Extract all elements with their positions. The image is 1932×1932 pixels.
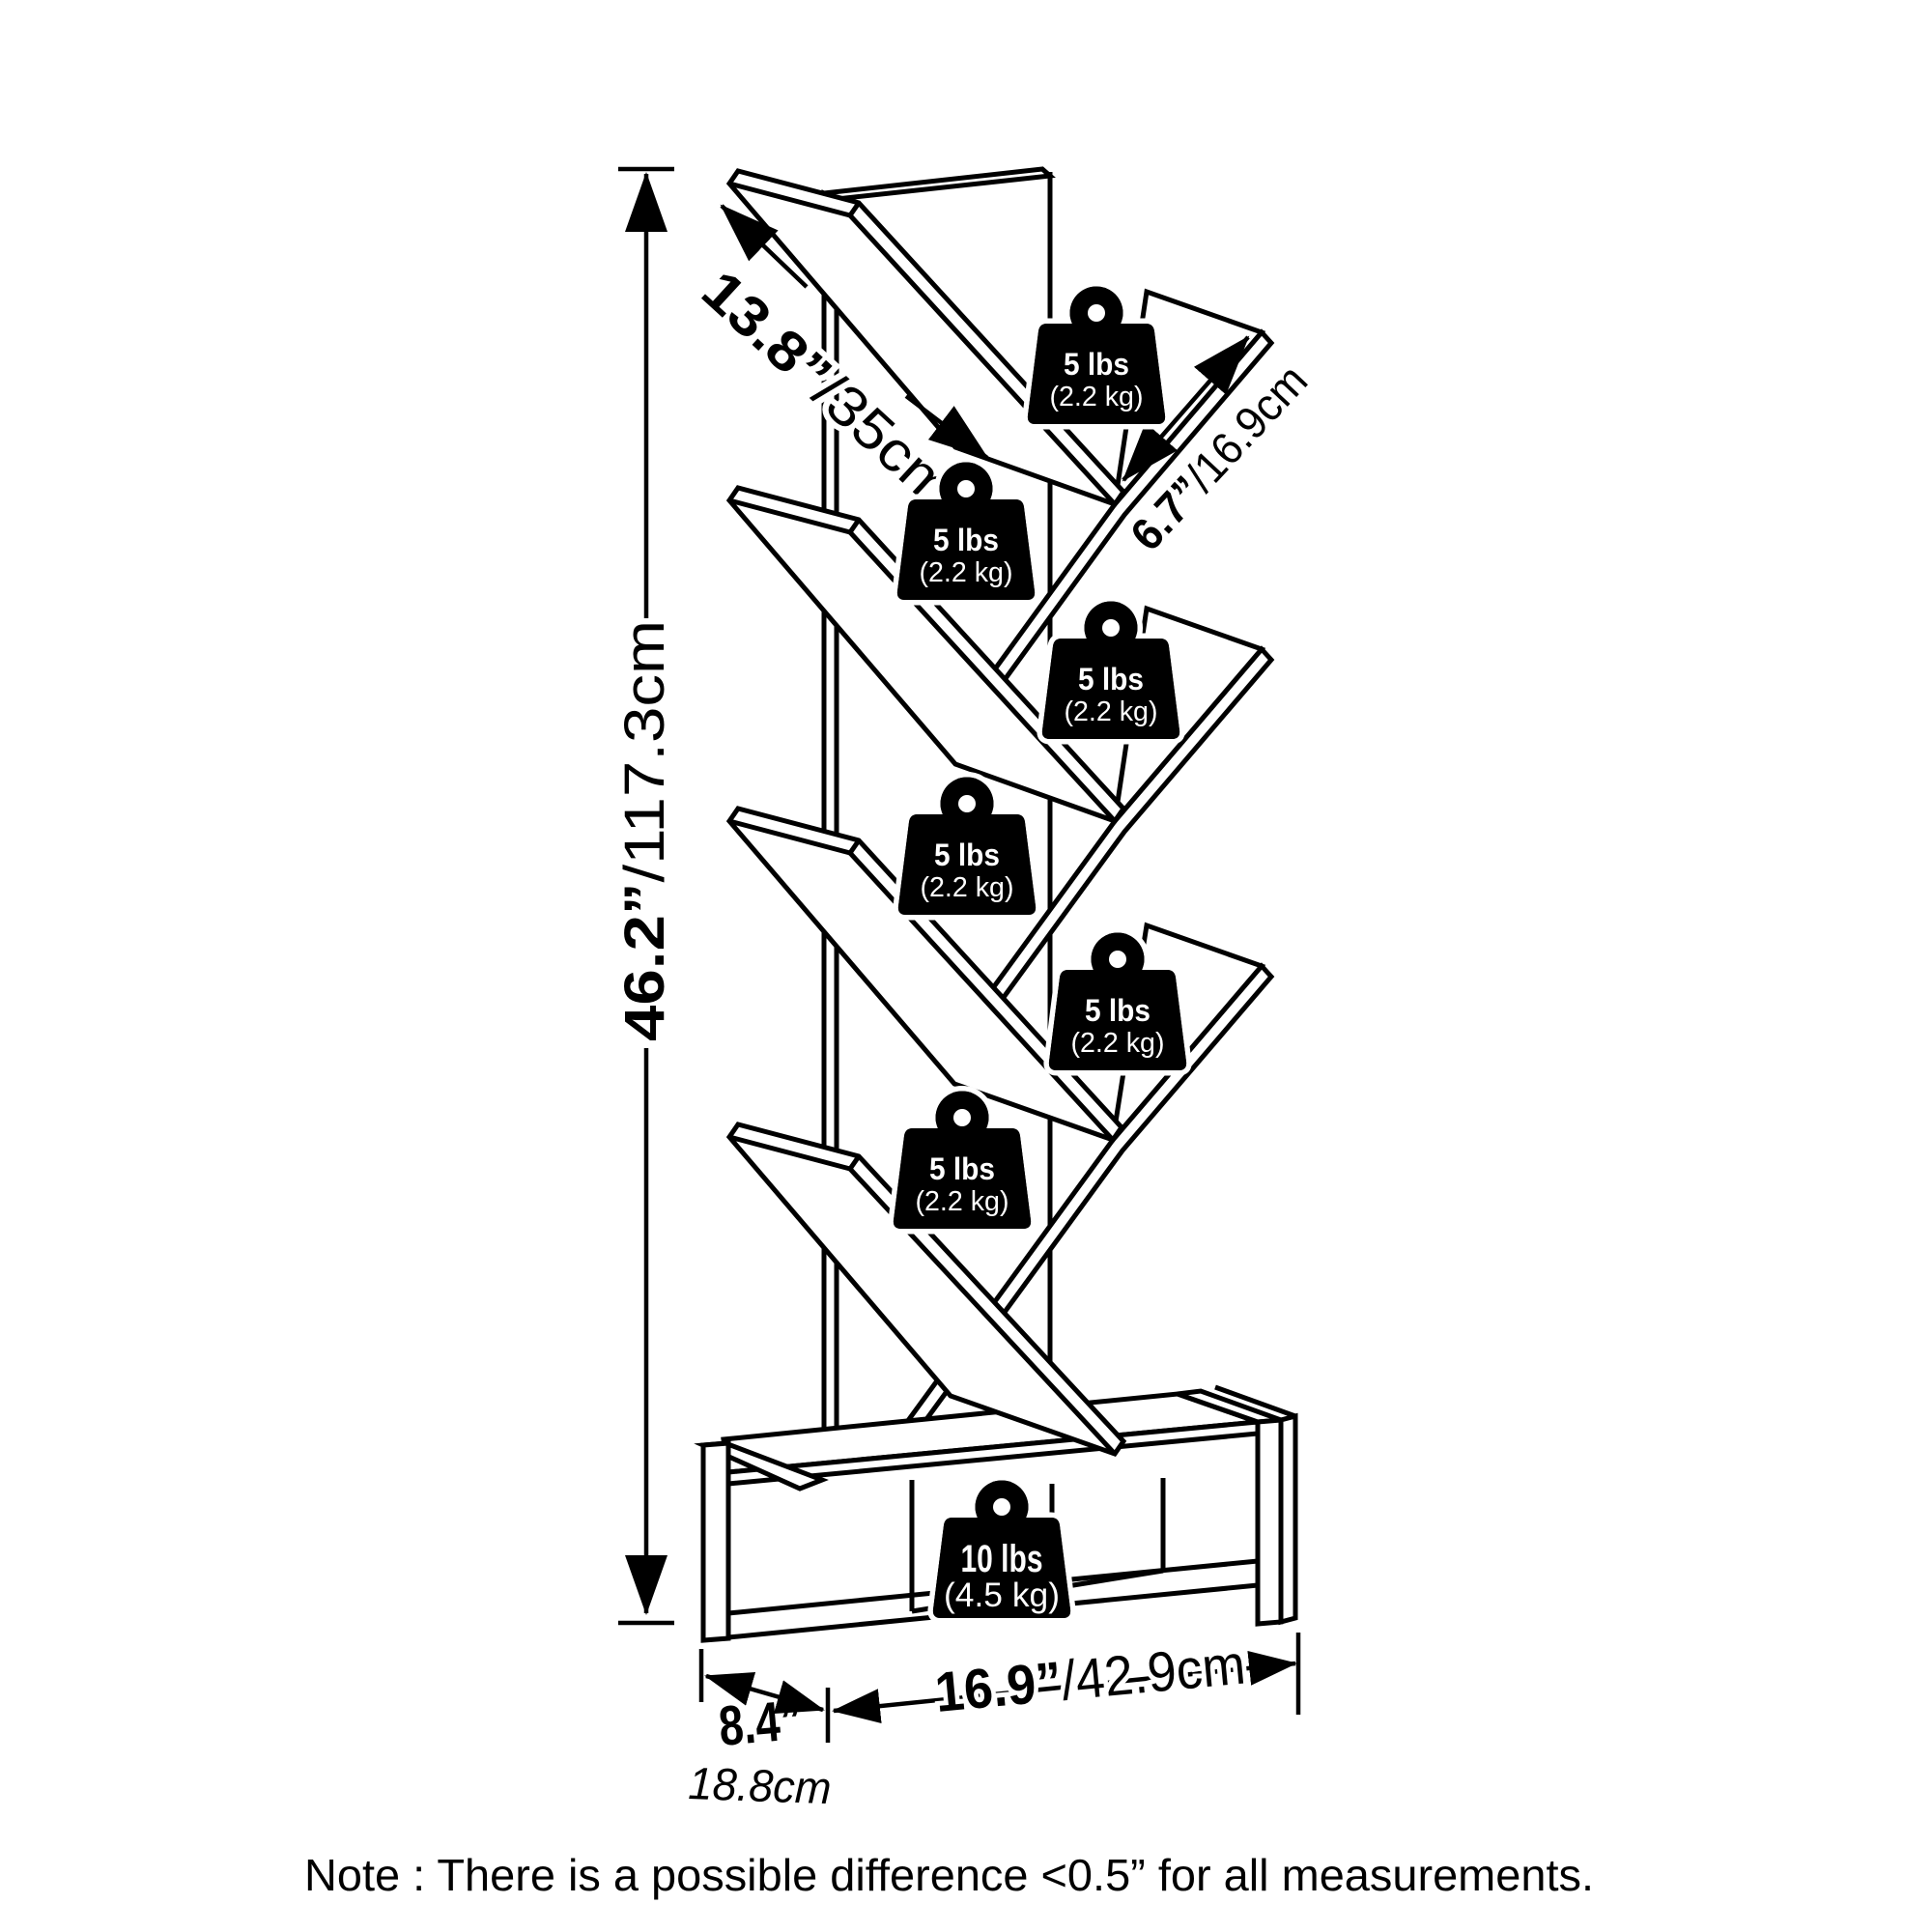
svg-text:8.4”: 8.4” (716, 1689, 804, 1758)
svg-text:5 lbs: 5 lbs (1085, 993, 1151, 1028)
svg-text:Note : There is a possible dif: Note : There is a possible difference <0… (304, 1850, 1594, 1900)
svg-text:5 lbs: 5 lbs (929, 1151, 995, 1186)
svg-text:(2.2 kg): (2.2 kg) (920, 557, 1013, 588)
svg-text:(2.2 kg): (2.2 kg) (1071, 1028, 1165, 1059)
svg-text:(2.2 kg): (2.2 kg) (1065, 696, 1158, 727)
svg-text:(4.5 kg): (4.5 kg) (944, 1577, 1060, 1614)
svg-text:18.8cm: 18.8cm (688, 1757, 833, 1813)
svg-text:5 lbs: 5 lbs (1064, 347, 1129, 382)
svg-text:10 lbs: 10 lbs (961, 1538, 1043, 1580)
svg-text:5 lbs: 5 lbs (1078, 662, 1144, 696)
svg-text:(2.2 kg): (2.2 kg) (921, 872, 1014, 903)
svg-text:5 lbs: 5 lbs (933, 523, 999, 557)
svg-text:(2.2 kg): (2.2 kg) (1050, 382, 1144, 412)
svg-text:46.2”/117.3cm: 46.2”/117.3cm (613, 620, 676, 1041)
svg-text:(2.2 kg): (2.2 kg) (916, 1186, 1009, 1217)
svg-text:5 lbs: 5 lbs (934, 838, 1000, 872)
